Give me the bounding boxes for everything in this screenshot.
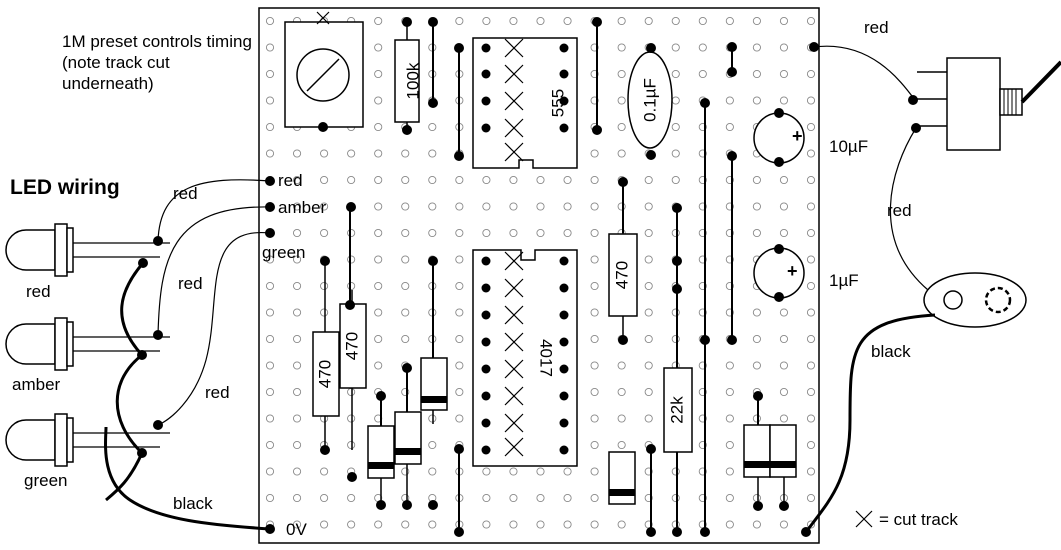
capacitor-1uf: + (753, 247, 805, 299)
ic-555-label: 555 (548, 89, 567, 117)
cut-track-legend-label: = cut track (879, 510, 958, 529)
led-red (5, 223, 170, 277)
ic-555 (472, 37, 578, 169)
flying-wires (104, 45, 936, 533)
stripboard-outline (258, 7, 820, 544)
board-label-red: red (278, 171, 303, 190)
board-label-0v: 0V (286, 520, 307, 539)
svg-text:+: + (787, 261, 798, 281)
led-label-red: red (26, 282, 51, 301)
capacitor-10uf: + (753, 112, 805, 164)
resistor-470-top-label: 470 (612, 261, 631, 289)
led-label-green: green (24, 471, 68, 490)
resistors (312, 39, 693, 453)
page-title: LED wiring (10, 176, 120, 199)
wire-label-red-switch: red (864, 18, 889, 37)
preset-potentiometer (284, 11, 364, 128)
resistor-470-b-label: 470 (342, 332, 361, 360)
cut-tracks (504, 38, 524, 457)
led-amber (5, 317, 170, 371)
resistor-100k-label: 100k (403, 62, 422, 99)
capacitor-film-label: 0.1µF (640, 78, 659, 122)
wire-label-red-switch-down: red (887, 201, 912, 220)
ic-pins (481, 43, 569, 455)
preset-note: 1M preset controls timing (note track cu… (62, 32, 252, 93)
resistor-100k (394, 39, 420, 123)
ic-4017 (472, 249, 578, 467)
led-label-amber: amber (12, 375, 61, 394)
capacitor-10uf-label: 10µF (829, 137, 869, 156)
diodes (367, 357, 797, 506)
solder-points (137, 17, 921, 537)
resistor-22k (663, 367, 693, 453)
wire-label-black-left: black (173, 494, 213, 513)
capacitor-1uf-label: 1µF (829, 271, 859, 290)
wire-label-black-battery: black (871, 342, 911, 361)
board-label-amber: amber (278, 198, 327, 217)
ic-4017-label: 4017 (537, 339, 556, 377)
resistor-470-a-label: 470 (315, 360, 334, 388)
wire-label-red-top: red (173, 184, 198, 203)
toggle-switch (917, 57, 1061, 151)
wire-label-red-low: red (205, 383, 230, 402)
cut-track-legend-icon (855, 510, 873, 528)
resistor-22k-label: 22k (667, 396, 686, 424)
resistor-470-top (608, 233, 638, 317)
leds (5, 223, 170, 467)
resistor-470-b (339, 303, 367, 389)
resistor-470-a (312, 331, 340, 417)
battery-clip (923, 272, 1027, 328)
board-label-green: green (262, 243, 306, 262)
led-green (5, 413, 170, 467)
svg-text:+: + (792, 126, 803, 146)
wire-label-red-mid: red (178, 274, 203, 293)
